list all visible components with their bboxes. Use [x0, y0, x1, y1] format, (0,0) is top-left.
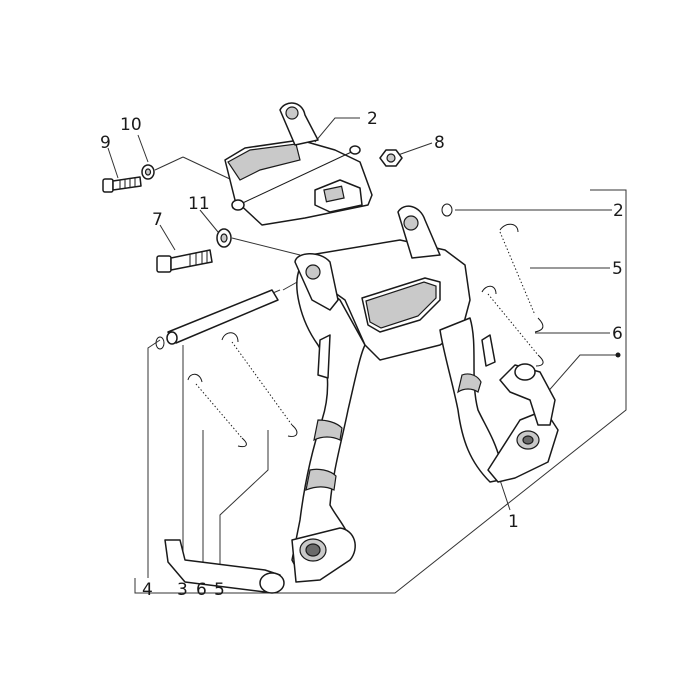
callout-7: 7	[152, 210, 163, 230]
center-stand	[164, 205, 559, 594]
circlip-lower	[155, 336, 165, 350]
callout-2-bracket: 2	[367, 109, 378, 129]
spring-left-long	[221, 332, 298, 437]
callout-10: 10	[120, 115, 142, 135]
callout-1: 1	[508, 512, 519, 532]
callout-5-bottom: 5	[214, 580, 225, 600]
washer-small	[141, 164, 155, 180]
bolt-small	[102, 176, 142, 193]
callout-8: 8	[434, 133, 445, 153]
washer-large	[216, 228, 232, 248]
callouts: 1 2 2 3 4 5 5 6 6 7 8 9 10 11	[100, 109, 624, 600]
bolt-long	[156, 249, 213, 273]
callout-3: 3	[177, 580, 188, 600]
mounting-bracket	[224, 102, 373, 226]
callout-4: 4	[142, 580, 153, 600]
spring-left-short	[187, 373, 247, 448]
callout-2-circlip: 2	[613, 201, 624, 221]
spring-upper-right	[499, 223, 544, 333]
callout-6-bottom: 6	[196, 580, 207, 600]
circlip-upper	[441, 203, 453, 217]
callout-9: 9	[100, 133, 111, 153]
pivot-pin	[166, 289, 279, 345]
callout-11: 11	[188, 194, 210, 214]
spring-lower-right	[481, 285, 544, 367]
callout-5-spring: 5	[612, 259, 623, 279]
nut	[379, 149, 403, 167]
callout-6-spring: 6	[612, 324, 623, 344]
